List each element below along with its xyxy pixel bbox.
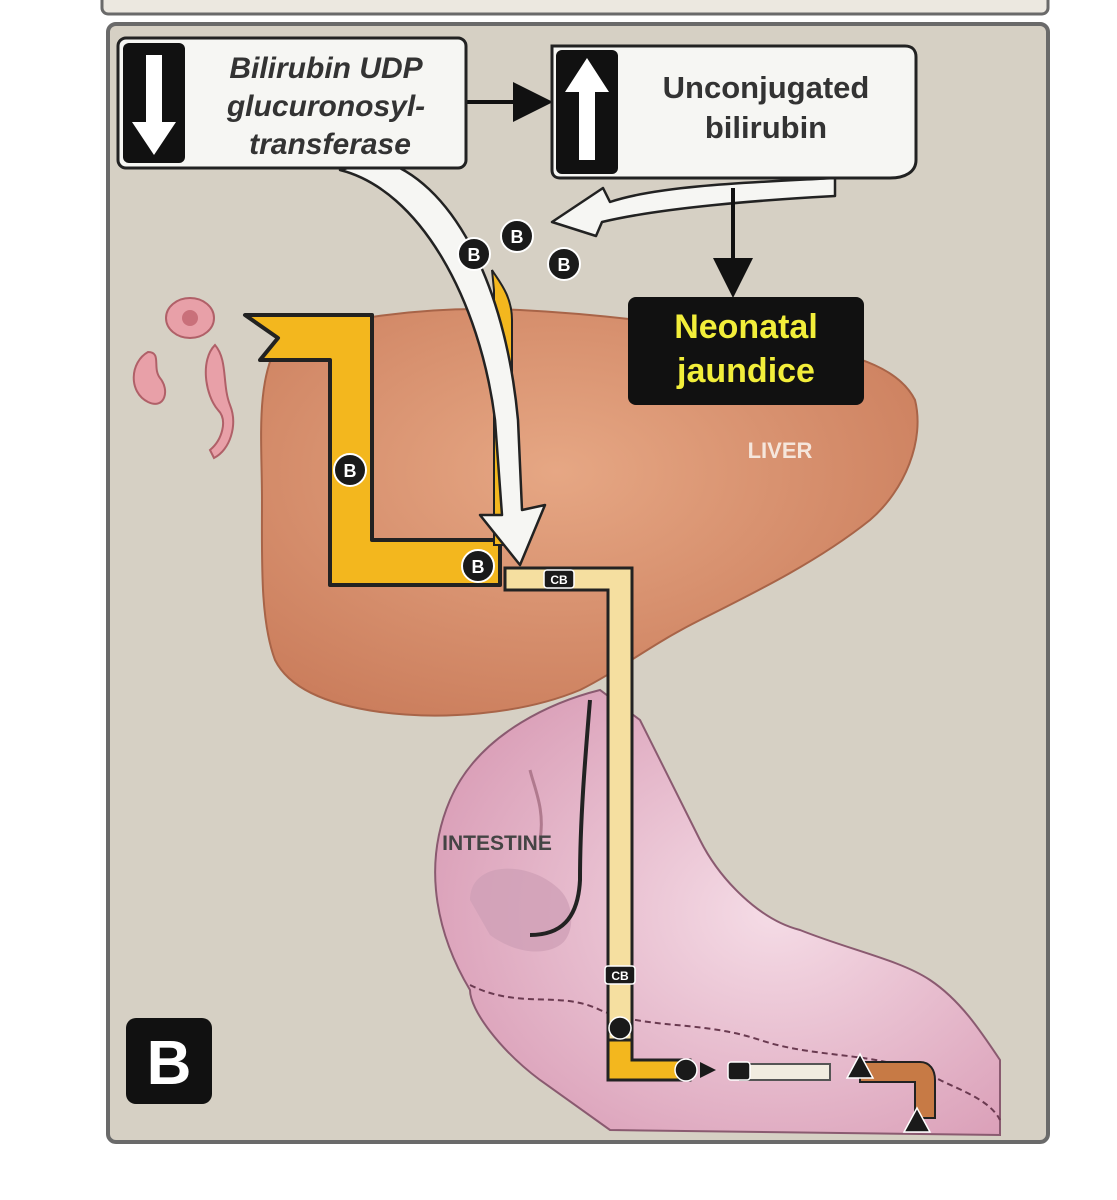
panel-letter: B [147,1029,192,1098]
small-flow-arrow-icon [700,1062,716,1078]
intestine-label: INTESTINE [442,832,552,855]
up-arrow-icon [565,58,609,160]
enzyme-line-2: glucuronosyl- [226,90,425,123]
panel-letter-badge: B [126,1018,212,1104]
jaundice-line-2: jaundice [676,352,815,390]
intestinal-molecule-icon [674,1058,698,1082]
stercobilin-tube [859,1061,936,1119]
svg-text:CB: CB [611,969,629,983]
svg-text:B: B [511,227,524,247]
enzyme-line-3: transferase [249,128,411,161]
jaundice-line-1: Neonatal [674,308,818,346]
conjugated-bilirubin-marker: CB [543,569,575,589]
enzyme-line-1: Bilirubin UDP [229,52,423,85]
unconjugated-line-2: bilirubin [705,110,827,145]
intestinal-molecule-icon [608,1016,632,1040]
stercobilin-marker-icon [845,1052,875,1079]
unconjugated-bilirubin-box: Unconjugated bilirubin [550,44,918,180]
intestine-illustration [434,688,1001,1137]
bilirubin-molecule: B [547,247,581,281]
svg-text:B: B [344,461,357,481]
liver-label: LIVER [748,438,813,463]
previous-panel-edge [100,0,1050,16]
urobilinogen-marker-icon [727,1061,751,1081]
down-arrow-icon [132,55,176,155]
enzyme-box: Bilirubin UDP glucuronosyl- transferase [116,36,468,170]
bilirubin-molecule: B [333,453,367,487]
bilirubin-accumulation-arrow [550,176,837,238]
svg-text:B: B [472,557,485,577]
stercobilin-marker-icon [902,1106,932,1133]
enzyme-action-arrow [338,158,547,567]
urobilinogen-tube [739,1063,831,1081]
unconjugated-line-1: Unconjugated [663,70,870,105]
svg-text:B: B [468,245,481,265]
bilirubin-molecule: B [500,219,534,253]
bilirubin-molecule: B [457,237,491,271]
bilirubin-molecule: B [461,549,495,583]
red-blood-cells-icon [132,297,235,460]
svg-text:CB: CB [550,573,568,587]
conjugated-bilirubin-marker: CB [604,965,636,985]
svg-text:B: B [558,255,571,275]
neonatal-jaundice-box: Neonatal jaundice [628,297,864,405]
